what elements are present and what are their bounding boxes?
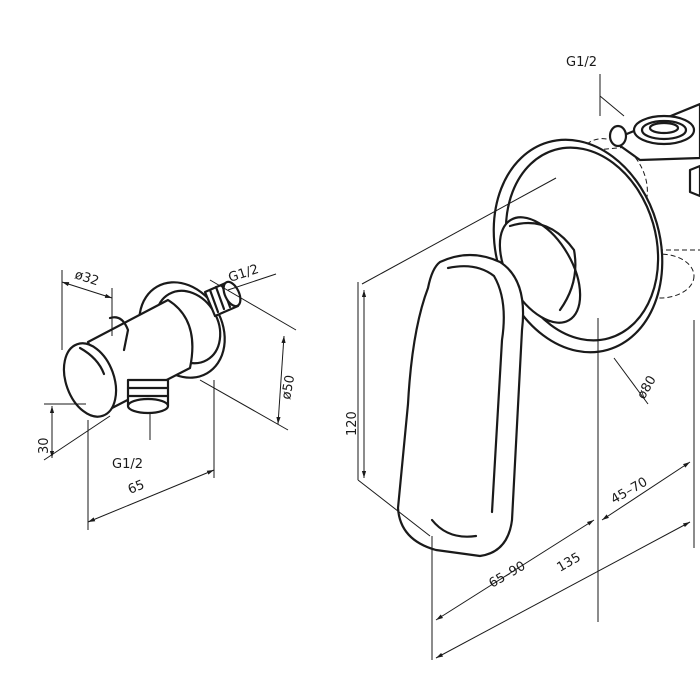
shower-holder-drawing: ø32 G1/2 ø50 30 G1/2 65 — [37, 262, 298, 530]
holder-dia-top-label: ø32 — [73, 268, 101, 290]
mixer-height-label: 120 — [345, 411, 360, 436]
holder-dia-flange-label: ø50 — [279, 374, 298, 401]
holder-bottom-thread — [126, 378, 170, 415]
mixer-depth-lever-label: 65–90 — [487, 559, 529, 592]
holder-thread-top-label: G1/2 — [227, 262, 261, 286]
mixer-top-connection — [608, 102, 700, 198]
holder-cap — [62, 342, 118, 418]
mixer-dia-plate-label: ø80 — [634, 373, 659, 402]
holder-thread-bottom-label: G1/2 — [112, 457, 143, 472]
holder-height-label: 30 — [37, 437, 52, 454]
mixer-thread-top-label: G1/2 — [566, 55, 597, 70]
mixer-depth-body-label: 45–70 — [609, 475, 651, 508]
mixer-drawing: G1/2 ø80 120 65–90 45–70 135 — [345, 55, 700, 660]
mixer-total-label: 135 — [555, 550, 584, 575]
holder-length-label: 65 — [126, 478, 147, 498]
holder-top-thread — [203, 280, 242, 318]
mixer-lever — [396, 253, 525, 558]
